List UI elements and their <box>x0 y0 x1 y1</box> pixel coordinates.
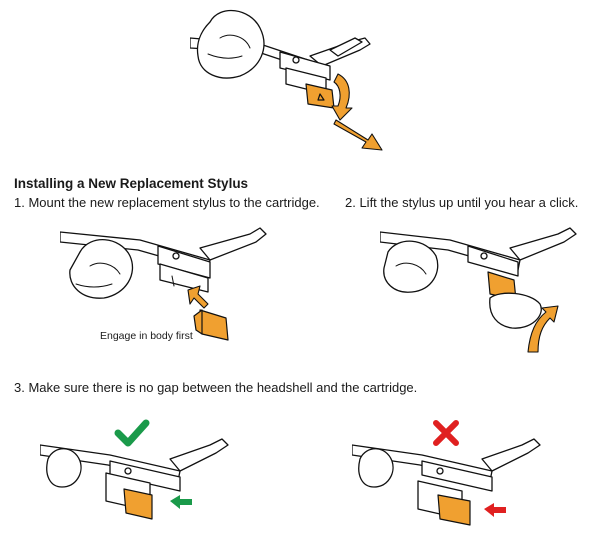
step-3-text: 3. Make sure there is no gap between the… <box>14 380 418 395</box>
section-heading: Installing a New Replacement Stylus <box>14 176 249 191</box>
checkmark-icon <box>118 415 146 441</box>
cross-icon <box>434 420 458 444</box>
correct-mount-illustration <box>40 419 229 520</box>
stylus-lift-illustration <box>380 227 577 353</box>
stylus-mount-illustration <box>60 227 267 341</box>
engage-caption: Engage in body first <box>100 330 193 342</box>
wrong-mount-illustration <box>352 420 541 526</box>
step-1-text: 1. Mount the new replacement stylus to t… <box>14 195 320 210</box>
step-2-text: 2. Lift the stylus up until you hear a c… <box>345 195 579 210</box>
stylus-removal-illustration <box>190 9 383 151</box>
